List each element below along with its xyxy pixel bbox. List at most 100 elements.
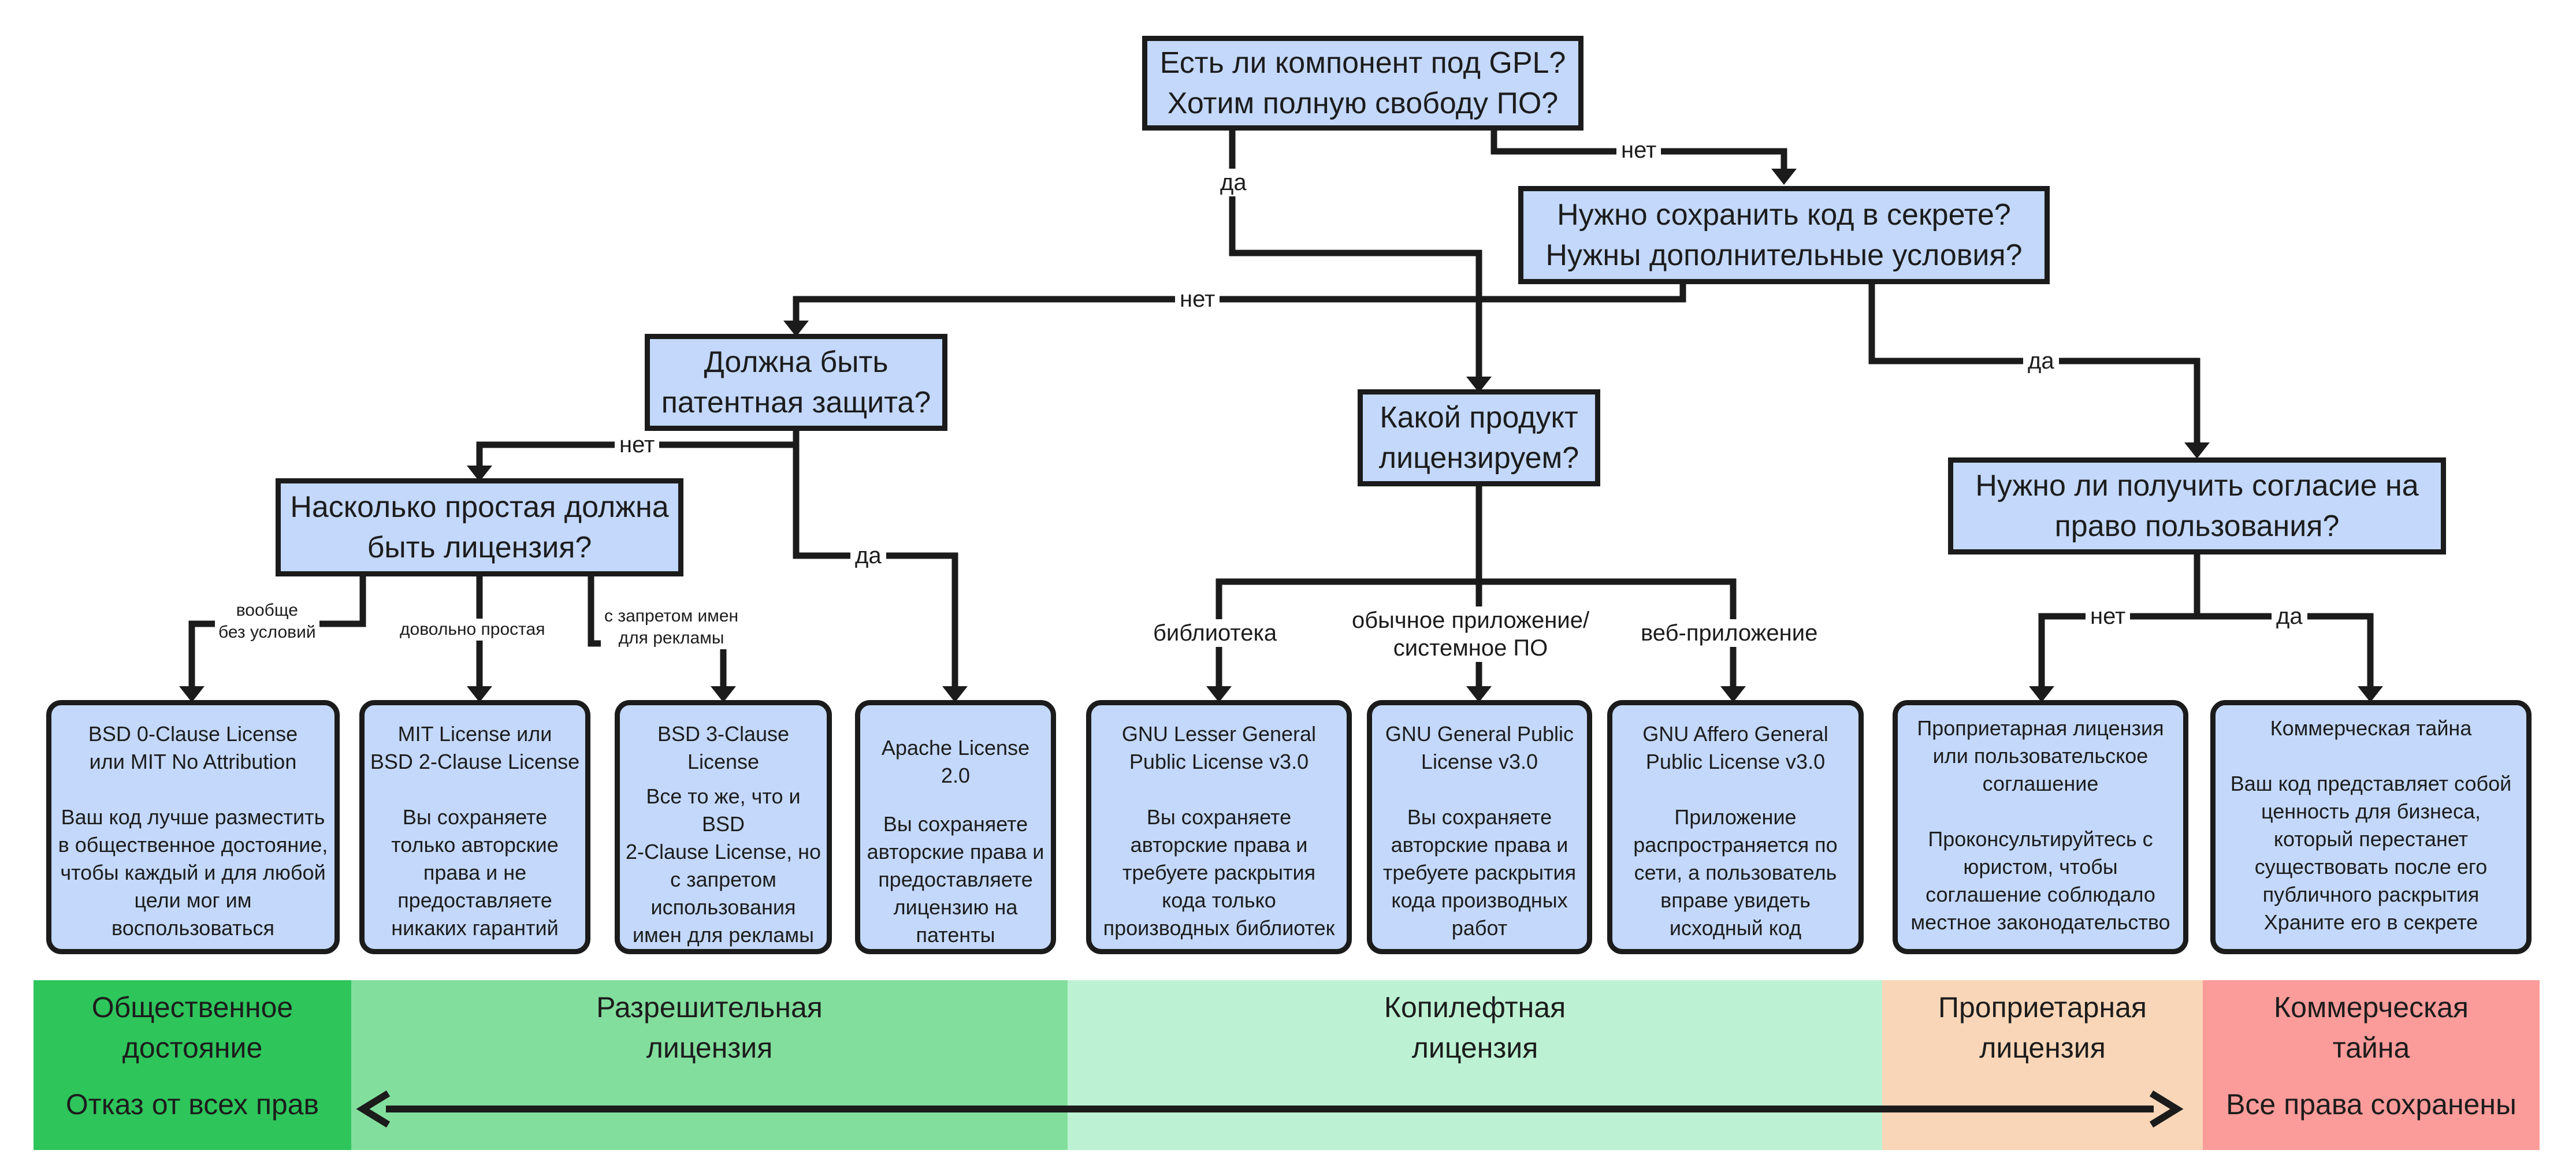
band-proprietary: Проприетарная лицензия (1882, 980, 2203, 1150)
card-title: MIT License или (397, 722, 552, 746)
card-title: GNU General Public (1385, 722, 1574, 746)
card-text: существовать после его (2254, 855, 2488, 879)
question-text: Нужно сохранить код в секрете? (1557, 198, 2011, 232)
edge-label-line: вообще (236, 601, 298, 620)
edge-label-gpl-yes: да (1215, 169, 1251, 196)
edge-product-lib (1215, 578, 1479, 691)
card-text: Ваш код представляет собой (2230, 772, 2512, 795)
arrow-head (1206, 686, 1232, 702)
arrow-head (711, 686, 736, 702)
card-text: патенты (916, 923, 995, 947)
question-text: лицензируем? (1378, 441, 1579, 475)
question-text: патентная защита? (661, 386, 931, 419)
card-text: в общественное достояние, (58, 833, 328, 857)
arrow-head (179, 686, 205, 702)
edge-label-simple-ads: с запретом имен для рекламы (601, 605, 742, 649)
card-text: Вы сохраняете (883, 812, 1028, 836)
card-text: Ваш код лучше разместить (61, 805, 325, 829)
card-text: цели мог им (134, 888, 252, 912)
card-title: или пользовательское (1932, 744, 2148, 768)
card-lgpl: GNU Lesser General Public License v3.0 В… (1086, 700, 1352, 954)
card-text: работ (1451, 916, 1508, 940)
band-label: лицензия (1411, 1032, 1538, 1064)
card-title: GNU Lesser General (1121, 722, 1317, 746)
band-label: Разрешительная (596, 991, 823, 1024)
card-title: BSD 3-Clause (657, 722, 790, 746)
band-copyleft: Копилефтная лицензия (1068, 980, 1882, 1150)
edge-secret-no (793, 282, 1686, 325)
card-text: воспользоваться (111, 916, 275, 940)
question-text: Нужно ли получить согласие на (1975, 469, 2419, 503)
question-text: право пользования? (2054, 509, 2340, 543)
card-bsd0: BSD 0-Clause License или MIT No Attribut… (46, 700, 340, 954)
card-text: ценность для бизнеса, (2261, 799, 2481, 823)
card-trade-secret: Коммерческая тайна Ваш код представляет … (2210, 700, 2532, 954)
band-trade-secret: Коммерческая тайна Все права сохранены (2203, 980, 2540, 1150)
edge-label-simple-none: вообще без условий (215, 600, 319, 643)
arrow-head (942, 686, 968, 702)
card-text: который перестанет (2273, 827, 2469, 851)
band-public-domain: Общественное достояние Отказ от всех пра… (34, 980, 351, 1150)
card-text: Храните его в секрете (2263, 910, 2478, 934)
arrow-head (2184, 442, 2210, 459)
edge-label-simple-simple: довольно простая (396, 619, 549, 641)
question-text: Есть ли компонент под GPL? (1159, 46, 1566, 80)
card-text: использования (650, 895, 796, 919)
question-text: Хотим полную свободу ПО? (1167, 87, 1559, 120)
band-label: лицензия (646, 1032, 773, 1064)
edge-label-line: для рекламы (618, 628, 724, 647)
arrow-head (467, 686, 492, 702)
question-text: Нужны дополнительные условия? (1545, 239, 2023, 272)
edge-label-secret-yes: да (2023, 347, 2059, 375)
card-text: права и не (423, 861, 527, 884)
card-title: License v3.0 (1421, 750, 1538, 773)
edge-label-consent-yes: да (2272, 602, 2307, 630)
arrow-head (783, 321, 809, 337)
card-mit: MIT License или BSD 2-Clause License Вы … (359, 700, 590, 954)
card-text: имен для рекламы (632, 923, 815, 947)
card-proprietary: Проприетарная лицензия или пользовательс… (1893, 700, 2188, 954)
question-text: Насколько простая должна (290, 490, 669, 524)
edge-gpl-yes (1229, 128, 1482, 381)
edge-label-line: обычное приложение/ (1352, 608, 1590, 633)
edge-label-consent-no: нет (2086, 602, 2131, 630)
question-text: Должна быть (704, 345, 889, 379)
card-bsd3: BSD 3-Clause License Все то же, что и BS… (615, 700, 832, 954)
card-text: соглашение соблюдало (1926, 883, 2155, 906)
card-text: с запретом (670, 868, 776, 891)
card-title: Public License v3.0 (1645, 750, 1826, 773)
arrow-head (2358, 686, 2383, 702)
card-text: 2-Clause License, но (625, 840, 822, 864)
edge-product-web (1479, 578, 1737, 691)
question-text: Какой продукт (1380, 401, 1578, 434)
card-text: требуете раскрытия (1382, 861, 1577, 884)
card-text: Все то же, что и BSD (646, 784, 801, 836)
card-title: Проприетарная лицензия (1917, 716, 2164, 740)
card-title: или MIT No Attribution (89, 750, 297, 773)
band-subtitle: Отказ от всех прав (65, 1088, 319, 1121)
band-label: Копилефтная (1384, 991, 1566, 1024)
arrow-head (2029, 686, 2054, 702)
arrow-head (1466, 686, 1492, 702)
edge-label-secret-no: нет (1175, 285, 1220, 313)
card-text: Приложение (1674, 805, 1797, 829)
card-text: Проконсультируйтесь с (1928, 827, 2153, 851)
card-title: Public License v3.0 (1129, 750, 1309, 773)
card-title: License (687, 750, 760, 773)
question-patent: Должна быть патентная защита? (645, 334, 947, 431)
question-secret: Нужно сохранить код в секрете? Нужны доп… (1518, 186, 2050, 284)
card-text: публичного раскрытия (2262, 883, 2480, 906)
question-consent: Нужно ли получить согласие на право поль… (1948, 457, 2446, 554)
card-text: только авторские (391, 833, 559, 857)
card-gpl: GNU General Public License v3.0 Вы сохра… (1367, 700, 1592, 954)
edge-label-gpl-no: нет (1616, 136, 1661, 164)
arrow-head (1771, 169, 1797, 185)
card-text: местное законодательство (1910, 910, 2170, 934)
band-label: лицензия (1979, 1032, 2106, 1064)
arrow-head (1720, 686, 1746, 702)
arrow-head (1466, 377, 1492, 393)
edge-label-product-lib: библиотека (1148, 619, 1282, 647)
card-text: распространяется по (1633, 833, 1838, 857)
question-text: быть лицензия? (367, 531, 592, 564)
edge-label-patent-yes: да (850, 542, 886, 570)
